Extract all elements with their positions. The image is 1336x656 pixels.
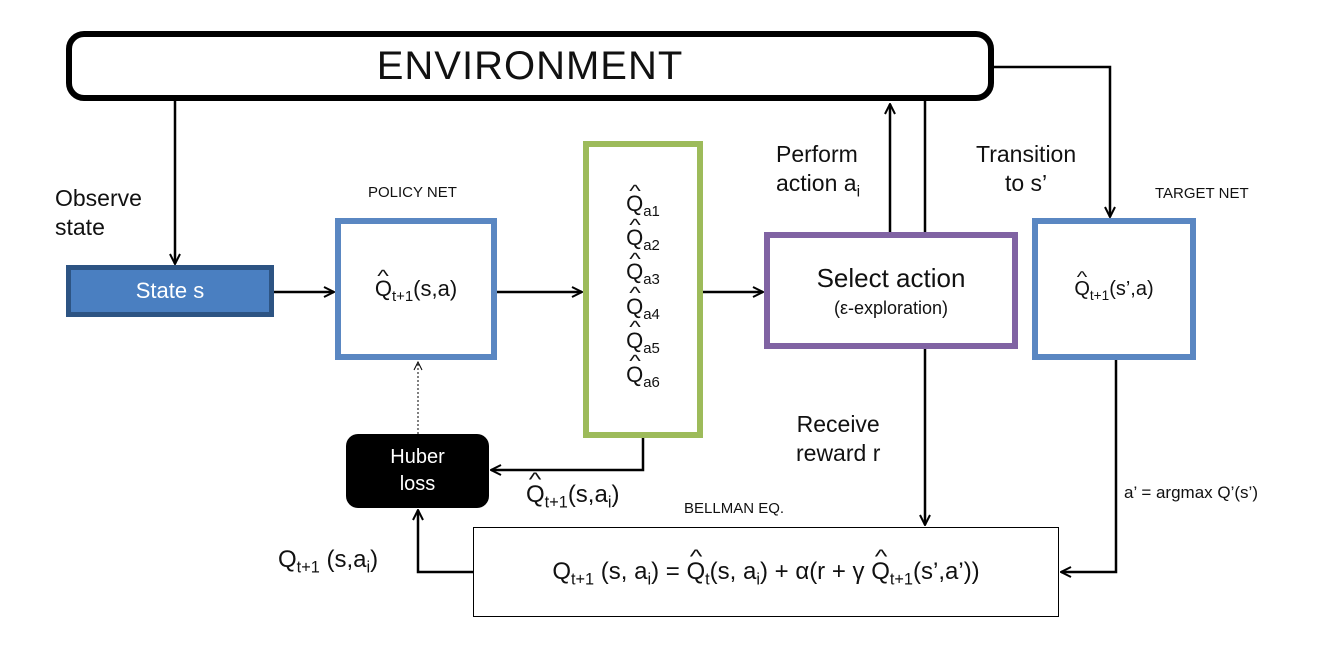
policy-net-formula: Qt+1(s,a) — [375, 276, 457, 304]
argmax-label: a’ = argmax Q’(s’) — [1124, 483, 1258, 502]
target-net-box: Qt+1(s’,a) — [1032, 218, 1196, 360]
bellman-caption: BELLMAN EQ. — [684, 500, 785, 517]
q-value-item: Qa6 — [626, 358, 660, 392]
arrow-bellman-to-huber — [418, 510, 473, 574]
perform-action-label: Perform action ai — [776, 141, 861, 201]
policy-net-caption: POLICY NET — [368, 184, 457, 201]
policy-net-box: Qt+1(s,a) — [335, 218, 497, 360]
q-policy-value-label: Qt+1(s,ai) — [526, 480, 619, 511]
observe-state-label: Observe state — [55, 185, 142, 240]
q-values-box: Qa1 Qa2 Qa3 Qa4 Qa5 Qa6 — [583, 141, 703, 438]
arrow-qvalues-to-huber — [491, 438, 645, 470]
q-value-item: Qa5 — [626, 324, 660, 358]
bellman-equation-box: Qt+1 (s, ai) = Qt(s, ai) + α(r + γ Qt+1(… — [473, 527, 1059, 617]
environment-box: ENVIRONMENT — [66, 31, 994, 101]
transition-label: Transition to s’ — [976, 141, 1077, 196]
q-value-item: Qa1 — [626, 187, 660, 221]
arrow-target-to-bellman — [1061, 360, 1118, 572]
q-value-item: Qa2 — [626, 221, 660, 255]
environment-label: ENVIRONMENT — [376, 43, 684, 88]
select-action-title: Select action — [816, 262, 966, 293]
huber-loss-box: Huber loss — [346, 434, 489, 508]
receive-reward-label: Receive reward r — [796, 411, 881, 466]
q-value-item: Qa4 — [626, 290, 660, 324]
arrow-env-to-target — [994, 65, 1110, 217]
state-box: State s — [66, 265, 274, 317]
state-label: State s — [135, 278, 205, 303]
q-target-value-label: Qt+1 (s,ai) — [278, 546, 379, 577]
select-action-subtitle: (ε-exploration) — [833, 297, 949, 318]
target-net-formula: Qt+1(s’,a) — [1074, 278, 1153, 302]
q-value-item: Qa3 — [626, 255, 660, 289]
bellman-equation: Qt+1 (s, ai) = Qt(s, ai) + α(r + γ Qt+1(… — [552, 558, 979, 588]
target-net-caption: TARGET NET — [1155, 185, 1249, 202]
select-action-box: Select action (ε-exploration) — [764, 232, 1018, 349]
